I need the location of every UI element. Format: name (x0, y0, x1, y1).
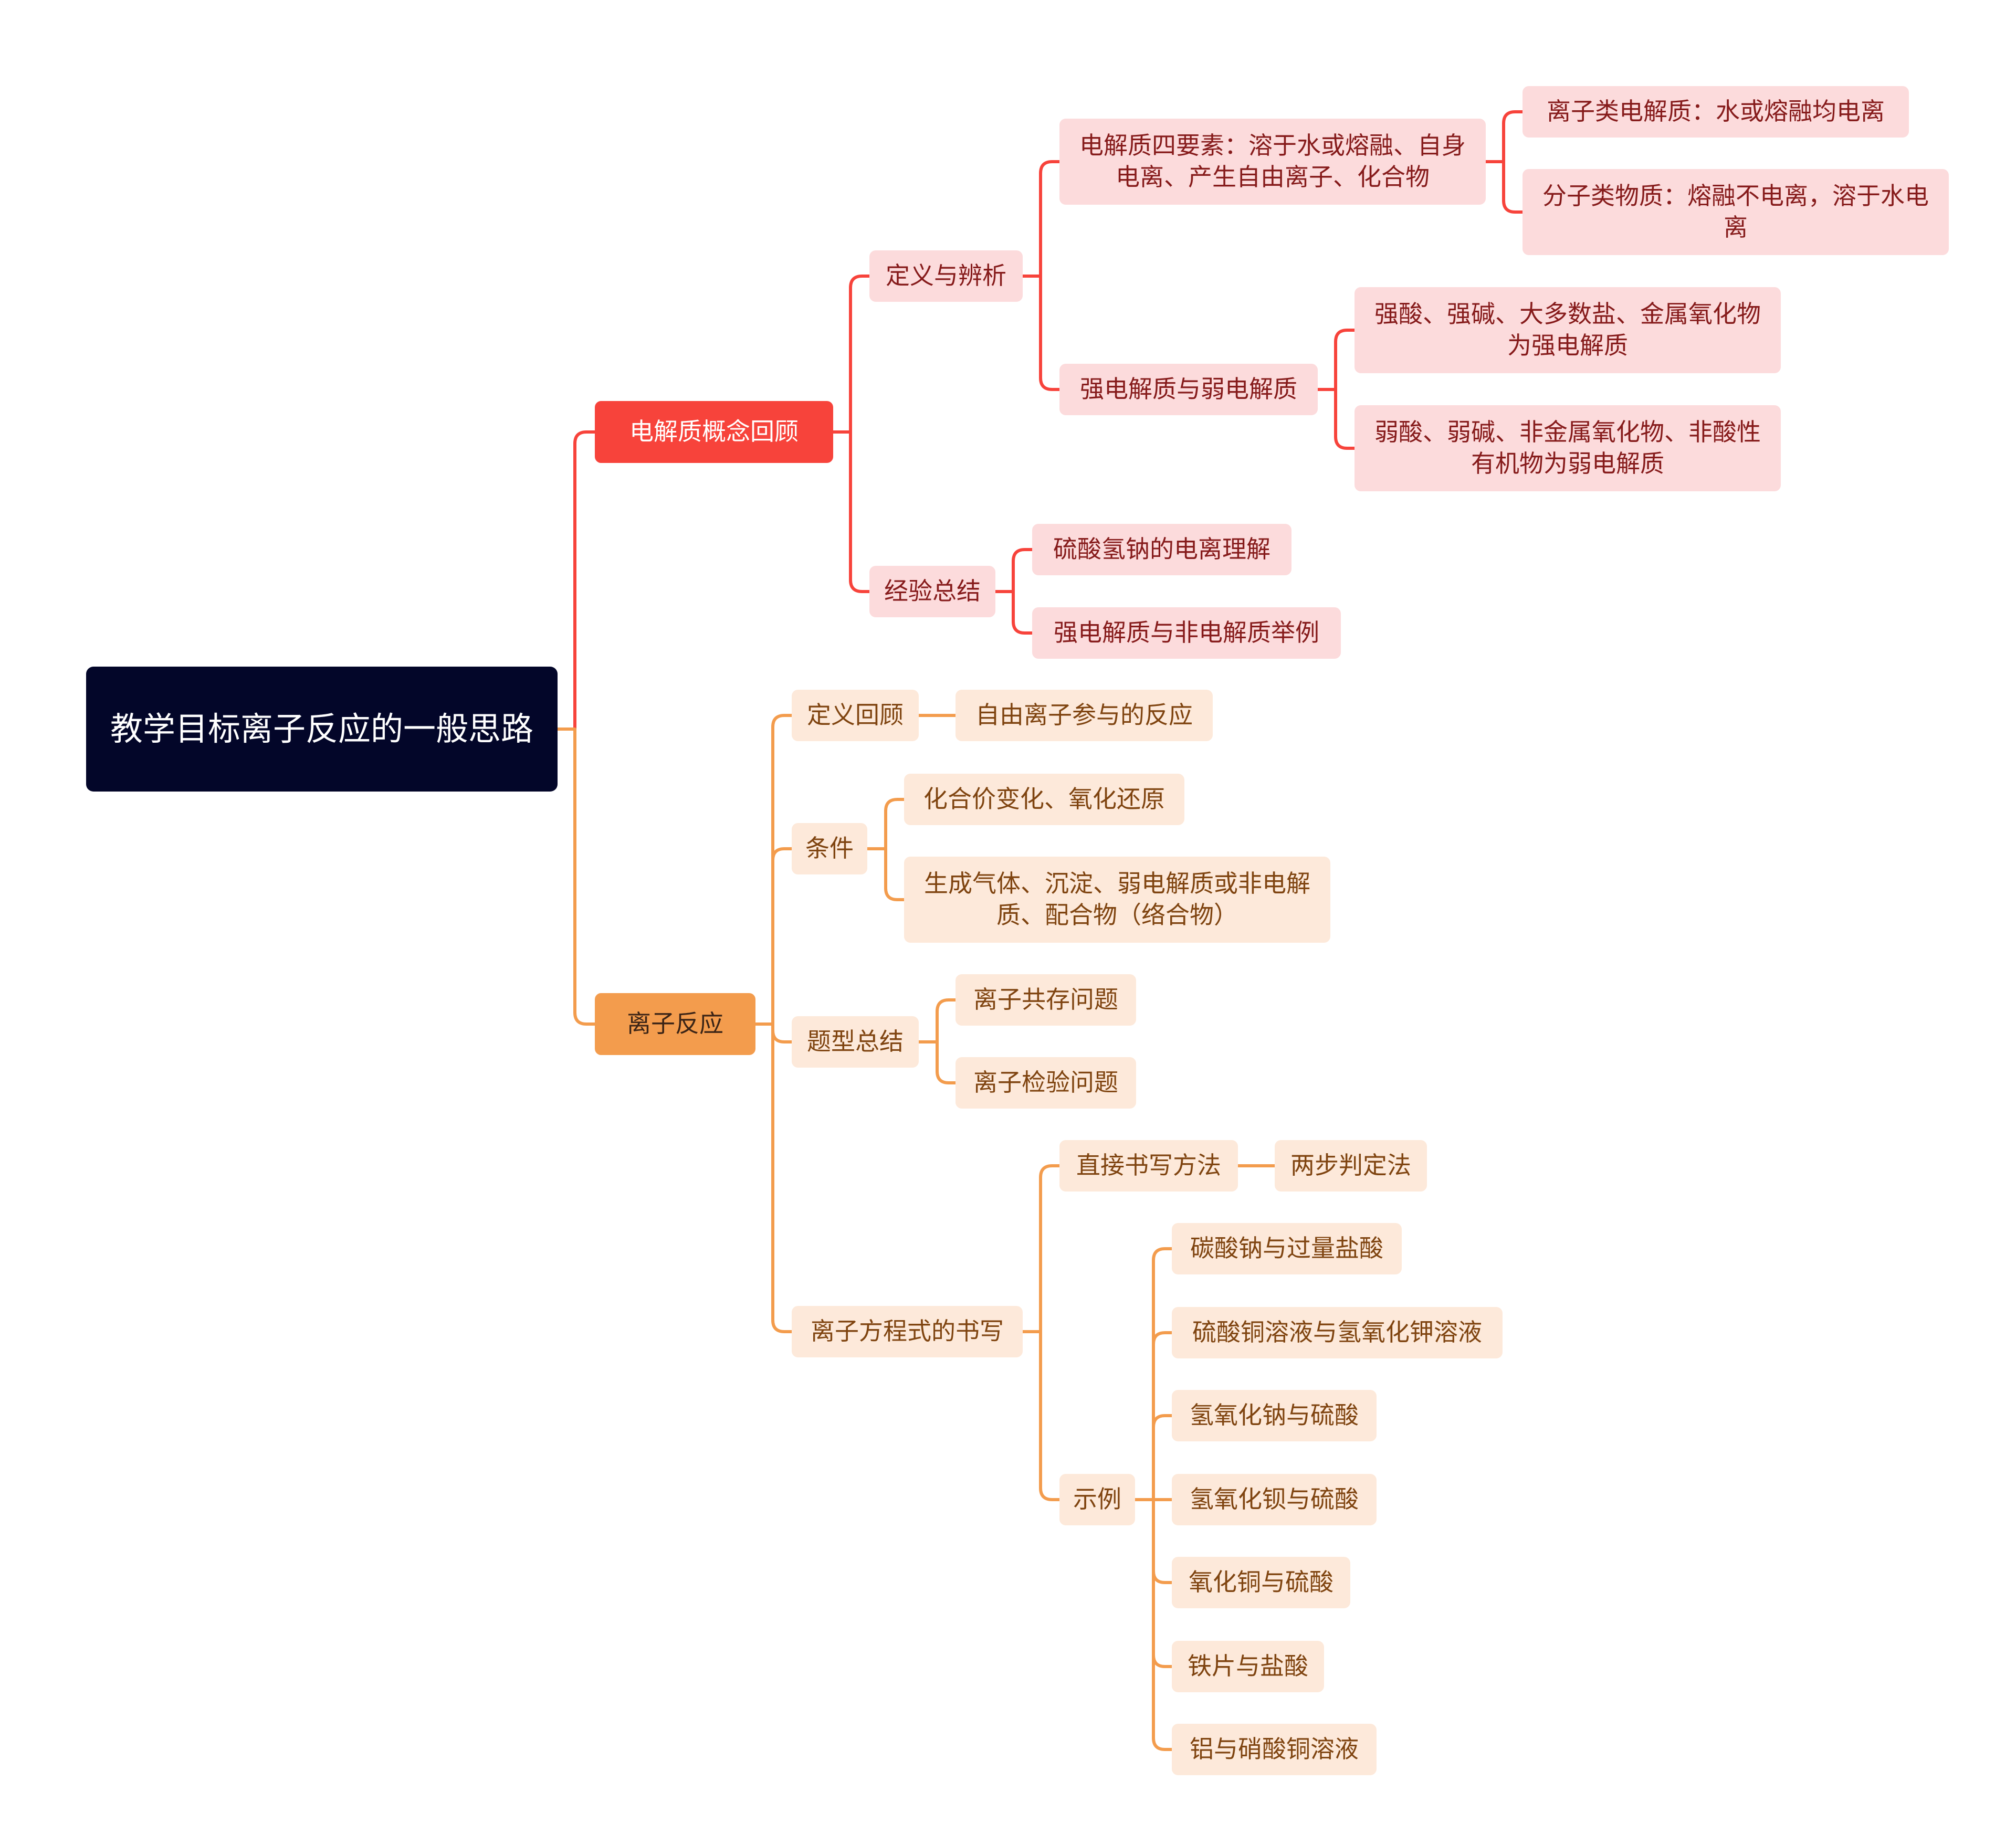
example-al-cuno3[interactable]: 铝与硝酸铜溶液 (1172, 1724, 1377, 1775)
examples-links-6 (1133, 1498, 1173, 1751)
question-type-links-1 (917, 1040, 957, 1084)
ionic-reaction-links-3 (754, 1022, 793, 1333)
experience-links-1 (994, 590, 1034, 635)
conditions-links-0 (866, 798, 906, 850)
example-cuso4-koh[interactable]: 硫酸铜溶液与氢氧化钾溶液 (1172, 1307, 1503, 1358)
branch-ionic-reaction[interactable]: 离子反应 (595, 993, 755, 1055)
examples-links-1 (1133, 1331, 1173, 1501)
topic-direct-writing-method[interactable]: 直接书写方法 (1059, 1140, 1238, 1192)
topic-examples[interactable]: 示例 (1059, 1474, 1135, 1525)
ionic-reaction-links-1 (754, 847, 793, 1026)
example-baoh2-h2so4[interactable]: 氢氧化钡与硫酸 (1172, 1474, 1377, 1525)
electrolyte-links-1 (832, 430, 871, 593)
topic-ionic-equation-writing[interactable]: 离子方程式的书写 (792, 1306, 1023, 1357)
example-fe-hcl[interactable]: 铁片与盐酸 (1172, 1641, 1324, 1692)
topic-strong-vs-non-electrolyte[interactable]: 强电解质与非电解质举例 (1032, 607, 1341, 659)
topic-conditions[interactable]: 条件 (792, 823, 867, 874)
conditions-links-1 (866, 847, 906, 901)
topic-definition-analysis[interactable]: 定义与辨析 (869, 250, 1023, 302)
topic-free-ion-reaction[interactable]: 自由离子参与的反应 (956, 690, 1213, 741)
question-type-links-0 (917, 998, 957, 1043)
strong-weak-links-0 (1316, 329, 1356, 391)
four-elements-links-1 (1484, 160, 1524, 214)
topic-ion-detection[interactable]: 离子检验问题 (956, 1057, 1136, 1109)
electrolyte-links-0 (832, 275, 871, 434)
topic-experience-summary[interactable]: 经验总结 (869, 566, 995, 617)
definition-links-0 (1021, 160, 1061, 278)
topic-redox-change[interactable]: 化合价变化、氧化还原 (904, 774, 1184, 825)
topic-ionic-electrolyte[interactable]: 离子类电解质：水或熔融均电离 (1522, 86, 1909, 138)
root-topic[interactable]: 教学目标离子反应的一般思路 (86, 667, 558, 792)
topic-strong-electrolytes[interactable]: 强酸、强碱、大多数盐、金属氧化物为强电解质 (1354, 287, 1781, 373)
topic-molecular-substance[interactable]: 分子类物质：熔融不电离，溶于水电离 (1522, 169, 1949, 255)
topic-weak-electrolytes[interactable]: 弱酸、弱碱、非金属氧化物、非酸性有机物为弱电解质 (1354, 405, 1781, 491)
topic-question-types[interactable]: 题型总结 (792, 1016, 919, 1068)
experience-links-0 (994, 548, 1034, 593)
topic-definition-review[interactable]: 定义回顾 (792, 690, 919, 741)
topic-nahso4-ionization[interactable]: 硫酸氢钠的电离理解 (1032, 524, 1292, 575)
ionic-reaction-links-0 (754, 714, 793, 1026)
branch-electrolyte-review[interactable]: 电解质概念回顾 (595, 401, 833, 463)
root-links-0 (556, 430, 596, 731)
topic-ion-coexistence[interactable]: 离子共存问题 (956, 974, 1136, 1026)
four-elements-links-0 (1484, 110, 1524, 163)
definition-links-1 (1021, 275, 1061, 391)
strong-weak-links-1 (1316, 388, 1356, 450)
example-naoh-h2so4[interactable]: 氢氧化钠与硫酸 (1172, 1390, 1377, 1441)
example-na2co3-hcl[interactable]: 碳酸钠与过量盐酸 (1172, 1223, 1402, 1274)
topic-electrolyte-four-elements[interactable]: 电解质四要素：溶于水或熔融、自身电离、产生自由离子、化合物 (1059, 119, 1486, 205)
equation-writing-links-0 (1021, 1164, 1061, 1333)
topic-strong-weak-electrolyte[interactable]: 强电解质与弱电解质 (1059, 364, 1318, 415)
examples-links-2 (1133, 1414, 1173, 1501)
example-cuo-h2so4[interactable]: 氧化铜与硫酸 (1172, 1557, 1350, 1608)
equation-writing-links-1 (1021, 1330, 1061, 1501)
examples-links-0 (1133, 1247, 1173, 1501)
topic-gas-precipitate-formation[interactable]: 生成气体、沉淀、弱电解质或非电解质、配合物（络合物） (904, 857, 1330, 943)
topic-two-step-method[interactable]: 两步判定法 (1275, 1140, 1427, 1192)
root-links-1 (556, 728, 596, 1026)
